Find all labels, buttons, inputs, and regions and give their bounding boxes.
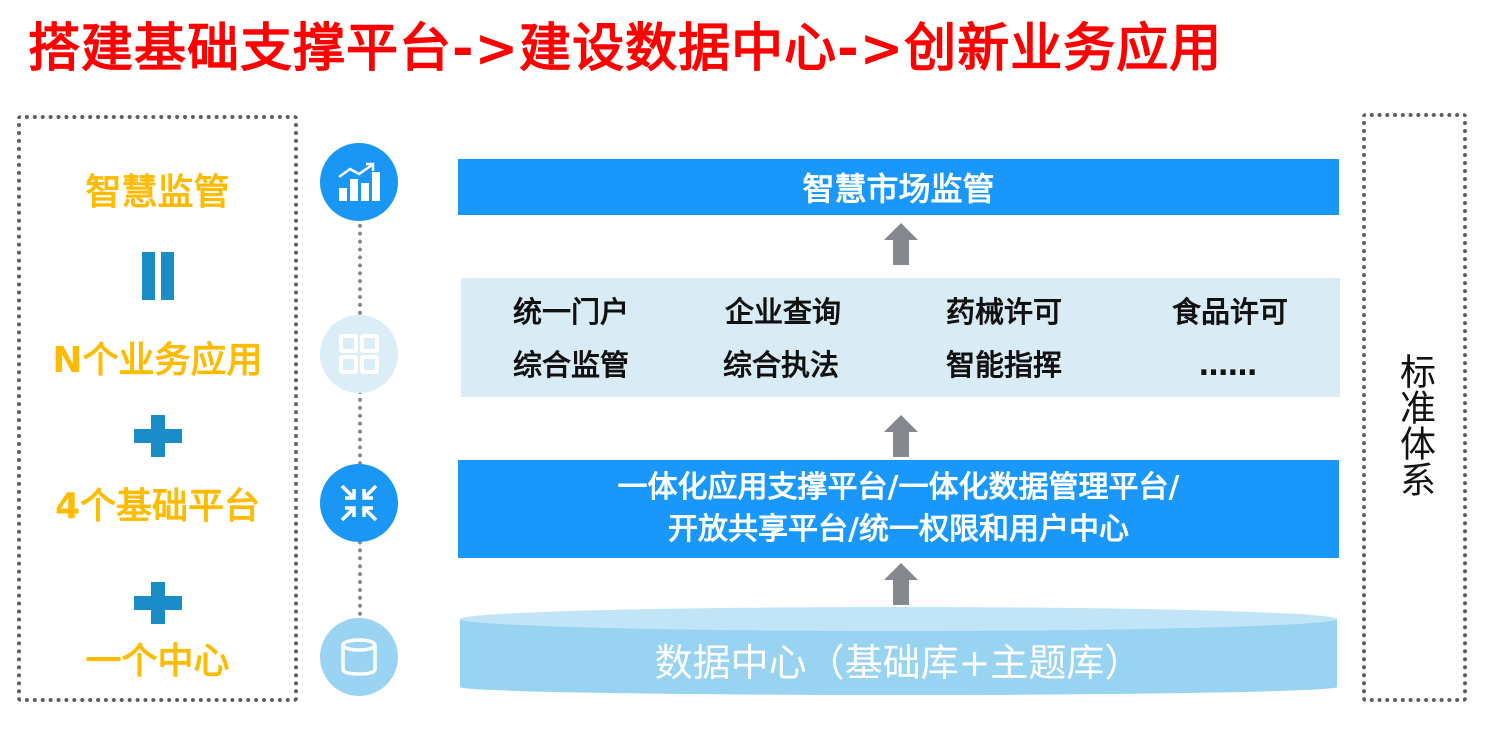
app-drug-device-license: 药械许可 [946, 295, 1063, 329]
layer-foundation-platforms: 一体化应用支撑平台/一体化数据管理平台/ 开放共享平台/统一权限和用户中心 [458, 460, 1339, 558]
plus-icon [133, 582, 182, 624]
standards-label: 标准体系 [1394, 353, 1435, 497]
layer-smart-market-supervision: 智慧市场监管 [458, 159, 1339, 215]
app-comprehensive-enforcement: 综合执法 [723, 348, 840, 382]
layer-business-apps: 统一门户 企业查询 药械许可 食品许可 综合监管 综合执法 智能指挥 …… [461, 278, 1340, 397]
compress-arrows-icon [320, 464, 398, 542]
app-comprehensive-supervision: 综合监管 [513, 348, 630, 382]
database-icon [320, 618, 398, 696]
summary-four-platforms: 4个基础平台 [54, 486, 261, 527]
arrow-up-icon [884, 223, 918, 265]
app-more-ellipsis: …… [1199, 348, 1257, 382]
platforms-line-2: 开放共享平台/统一权限和用户中心 [668, 512, 1129, 547]
data-center-label: 数据中心（基础库+主题库） [654, 641, 1143, 685]
summary-n-apps: N个业务应用 [52, 340, 263, 381]
timeline-connector [358, 200, 362, 640]
summary-smart-supervision: 智慧监管 [85, 172, 230, 213]
layer-data-center: 数据中心（基础库+主题库） [460, 607, 1337, 701]
page-title: 搭建基础支撑平台->建设数据中心->创新业务应用 [28, 19, 1223, 79]
plus-icon [133, 415, 182, 457]
platforms-line-1: 一体化应用支撑平台/一体化数据管理平台/ [617, 470, 1180, 505]
left-summary-panel: 智慧监管 N个业务应用 4个基础平台 一个中心 [17, 115, 298, 702]
grid-apps-icon [320, 315, 398, 393]
arrow-up-icon [884, 563, 918, 605]
app-smart-command: 智能指挥 [946, 348, 1063, 382]
app-enterprise-query: 企业查询 [725, 295, 842, 329]
chart-growth-icon [320, 143, 398, 221]
app-unified-portal: 统一门户 [513, 295, 630, 329]
cylinder-top [460, 607, 1337, 631]
summary-one-center: 一个中心 [85, 641, 230, 682]
cylinder-body [460, 619, 1337, 695]
equals-icon [141, 252, 174, 300]
arrow-up-icon [884, 415, 918, 457]
standards-panel: 标准体系 [1362, 113, 1467, 702]
app-food-license: 食品许可 [1172, 295, 1289, 329]
